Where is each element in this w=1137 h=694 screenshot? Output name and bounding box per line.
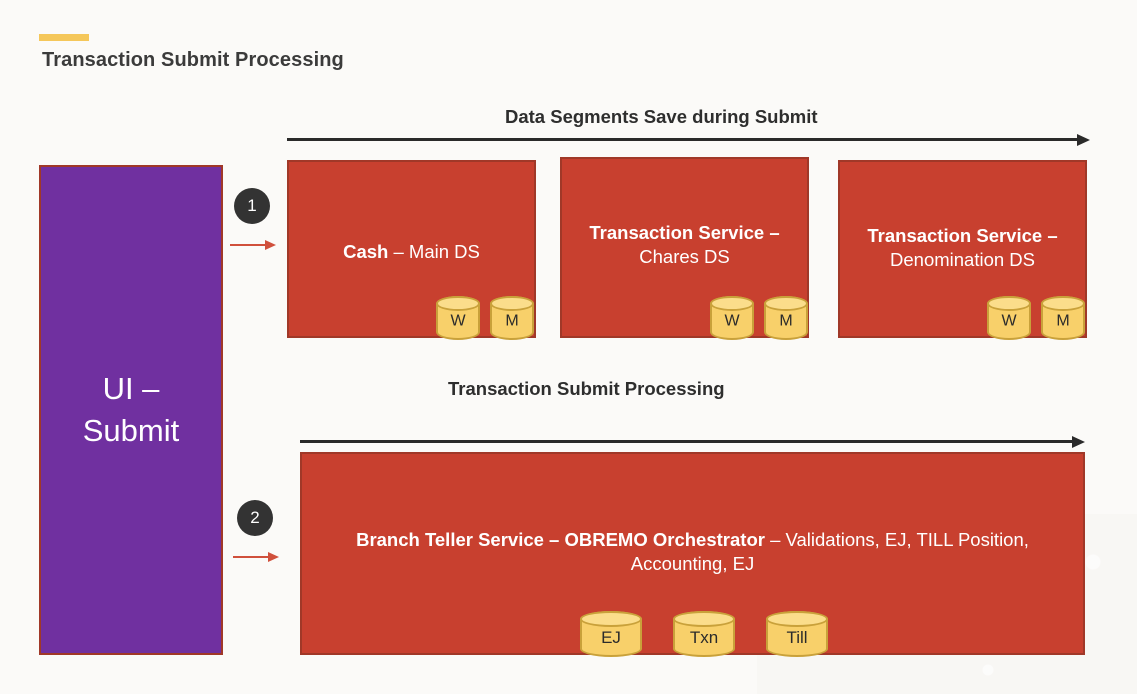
step-2-arrow-icon — [233, 552, 279, 562]
service-box-orchestrator-title-rest: – Validations, EJ, TILL Position, Accoun… — [630, 529, 1029, 574]
service-box-orchestrator-title-bold: Branch Teller Service – OBREMO Orchestra… — [356, 529, 765, 550]
database-icon-ej: EJ — [580, 611, 642, 657]
database-icon-m-label: M — [779, 312, 793, 330]
flow-arrow-top — [287, 134, 1090, 146]
database-row-denomination: W M — [987, 296, 1085, 340]
database-icon-m-label: M — [505, 312, 519, 330]
step-badge-2[interactable]: 2 — [237, 500, 273, 536]
flow-arrow-top-head — [1077, 134, 1090, 146]
service-box-cash-label: Cash – Main DS — [297, 240, 526, 264]
database-icon-till: Till — [766, 611, 828, 657]
database-icon-w: W — [436, 296, 480, 340]
service-box-charges-ds[interactable]: Transaction Service – Chares DS W M — [560, 157, 809, 340]
database-icon-w-label: W — [724, 312, 740, 330]
ui-submit-label: UI – Submit — [82, 371, 180, 448]
flow-arrow-bottom-head — [1072, 436, 1085, 448]
database-icon-m-label: M — [1056, 312, 1070, 330]
step-1-arrow-head — [265, 240, 276, 250]
service-box-cash-title-rest: – Main DS — [388, 241, 480, 262]
step-2-arrow-shaft — [233, 555, 268, 558]
service-box-denomination-title-bold: Transaction Service – — [867, 225, 1058, 246]
database-row-cash: W M — [436, 296, 534, 340]
step-1-arrow-icon — [230, 240, 276, 250]
page-title: Transaction Submit Processing — [42, 49, 344, 71]
database-icon-m: M — [764, 296, 808, 340]
title-accent-bar — [39, 34, 89, 41]
service-box-charges-title-rest: Chares DS — [639, 245, 730, 267]
service-box-charges-title-bold: Transaction Service – — [589, 222, 780, 243]
database-icon-w-label: W — [1001, 312, 1017, 330]
service-box-denomination-ds[interactable]: Transaction Service – Denomination DS W … — [838, 160, 1087, 340]
service-box-orchestrator-label: Branch Teller Service – OBREMO Orchestra… — [342, 528, 1043, 575]
service-box-branch-teller-orchestrator[interactable]: Branch Teller Service – OBREMO Orchestra… — [300, 452, 1085, 657]
service-box-cash-title-bold: Cash — [343, 241, 389, 262]
database-icon-txn: Txn — [673, 611, 735, 657]
database-row-orchestrator: EJ Txn Till — [580, 611, 828, 657]
database-icon-txn-label: Txn — [689, 627, 719, 647]
database-icon-m: M — [1041, 296, 1085, 340]
service-box-charges-label: Transaction Service – Chares DS — [570, 221, 799, 268]
section-heading-data-segments: Data Segments Save during Submit — [505, 106, 818, 127]
database-icon-m: M — [490, 296, 534, 340]
step-1-arrow-shaft — [230, 243, 265, 246]
flow-arrow-bottom-shaft — [300, 440, 1072, 443]
flow-arrow-bottom — [300, 436, 1085, 448]
database-icon-w-label: W — [450, 312, 466, 330]
ui-submit-box[interactable]: UI – Submit — [39, 165, 223, 655]
database-row-charges: W M — [710, 296, 808, 340]
database-icon-till-label: Till — [786, 627, 808, 647]
section-heading-transaction-submit: Transaction Submit Processing — [448, 378, 725, 399]
database-icon-w: W — [987, 296, 1031, 340]
service-box-denomination-label: Transaction Service – Denomination DS — [848, 224, 1077, 271]
service-box-denomination-title-rest: Denomination DS — [890, 248, 1035, 270]
service-box-cash-main-ds[interactable]: Cash – Main DS W M — [287, 160, 536, 340]
step-2-arrow-head — [268, 552, 279, 562]
database-icon-ej-label: EJ — [601, 627, 621, 647]
step-badge-1[interactable]: 1 — [234, 188, 270, 224]
flow-arrow-top-shaft — [287, 138, 1077, 141]
database-icon-w: W — [710, 296, 754, 340]
